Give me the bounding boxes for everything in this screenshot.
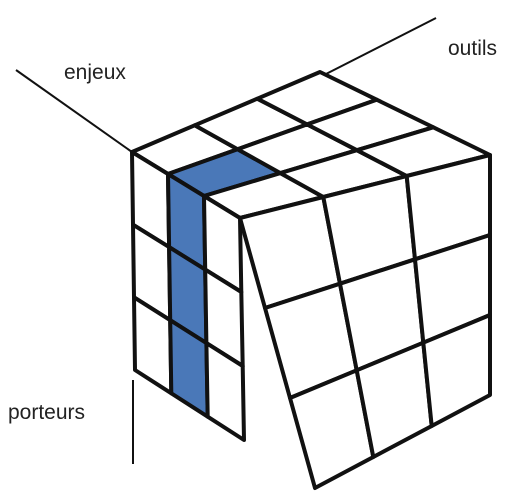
cube-grid (130, 70, 492, 490)
enjeux-pointer-line (15, 69, 133, 153)
right-face-cell (421, 313, 492, 428)
label-porteurs: porteurs (8, 401, 86, 424)
outils-pointer-line (325, 17, 437, 75)
left-face-cell (204, 341, 246, 442)
label-outils: outils (448, 37, 498, 60)
label-enjeux: enjeux (64, 61, 126, 84)
